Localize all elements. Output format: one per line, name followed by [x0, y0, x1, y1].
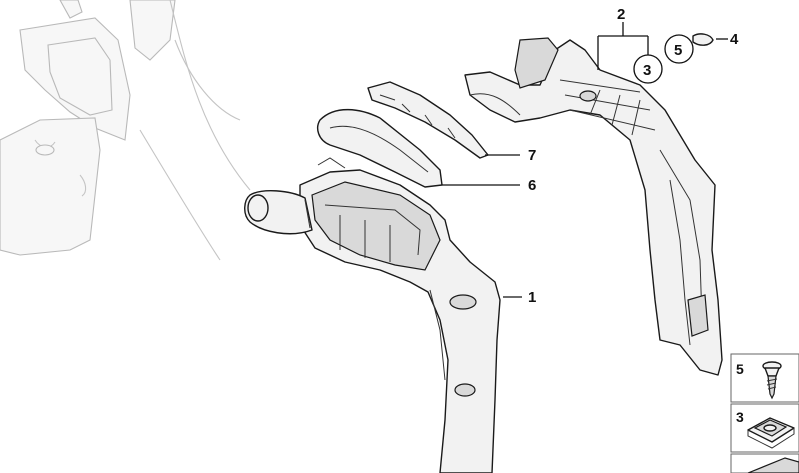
ghost-assembly	[0, 0, 251, 261]
clip-nut-icon	[747, 417, 795, 449]
callout-2: 2	[617, 6, 625, 23]
part-7-trim-strip	[367, 81, 489, 159]
callout-3-circle: 3	[633, 54, 663, 84]
legend-clip: 3	[730, 403, 799, 453]
legend-screw: 5	[730, 353, 799, 403]
callout-4: 4	[730, 31, 739, 48]
part-4-clip	[692, 33, 714, 46]
callout-3: 3	[643, 62, 651, 79]
callout-5-circle: 5	[664, 34, 694, 64]
part-1-pillar-trim	[244, 157, 501, 473]
callout-7: 7	[528, 147, 536, 164]
callout-5: 5	[674, 42, 682, 59]
legend-third	[730, 453, 799, 473]
leader-lines	[442, 22, 728, 298]
legend-clip-number: 3	[736, 409, 744, 425]
part-2-pillar-trim-right	[464, 37, 723, 376]
callout-6: 6	[528, 177, 536, 194]
callout-1: 1	[528, 289, 536, 306]
legend-screw-number: 5	[736, 361, 744, 377]
screw-icon	[762, 361, 782, 400]
